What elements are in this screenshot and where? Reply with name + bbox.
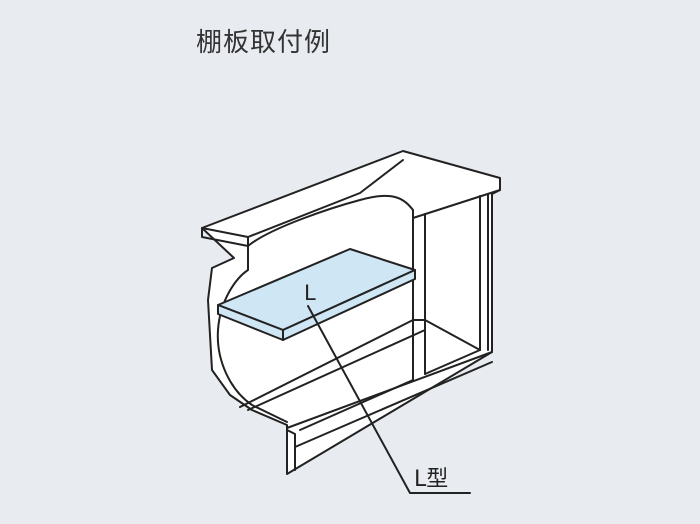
top-slab-edge: [201, 227, 249, 247]
cutaway-contour: [247, 194, 414, 247]
diagram-title: 棚板取付例: [196, 28, 332, 58]
callout-label: L型: [414, 467, 448, 492]
bottom-inner-edge: [299, 349, 481, 431]
right-panel-back: [479, 193, 489, 351]
shelf-label: L: [304, 281, 316, 305]
bottom-board: [239, 319, 481, 411]
left-wall-inner: [216, 245, 288, 423]
top-slab-top: [201, 159, 404, 238]
callout-leader-line: [307, 305, 471, 494]
bottom-front-lip: [286, 429, 296, 471]
